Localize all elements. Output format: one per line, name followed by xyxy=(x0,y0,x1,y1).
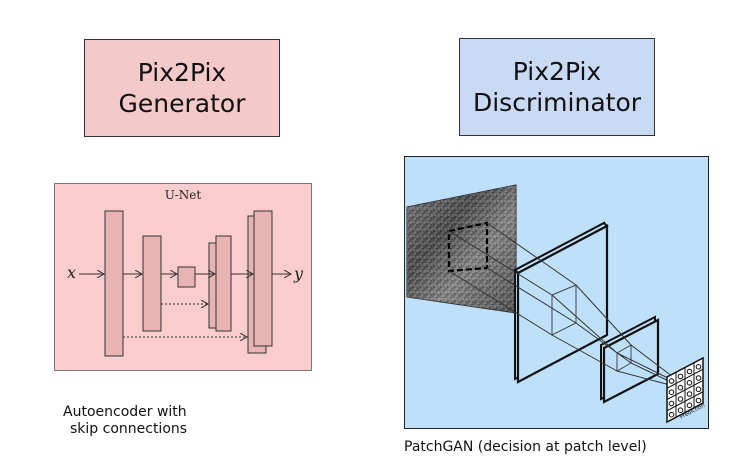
decoder-block-2 xyxy=(253,210,273,347)
patchgan-diagram: Prediction xyxy=(404,156,709,429)
projection-line-8 xyxy=(551,334,618,372)
patchgan-svg: Prediction xyxy=(406,184,707,424)
encoder-block-2 xyxy=(142,235,162,332)
projection-line-4 xyxy=(448,270,553,336)
generator-title-box: Pix2Pix Generator xyxy=(84,39,280,137)
input-symbol: x xyxy=(67,263,76,282)
projection-line-3 xyxy=(486,267,577,324)
generator-caption: Autoencoder with skip connections xyxy=(63,404,263,438)
discriminator-caption: PatchGAN (decision at patch level) xyxy=(404,439,647,455)
projection-line-9 xyxy=(616,352,671,380)
unet-svg: U-Net x y xyxy=(67,188,304,357)
projection-line-7 xyxy=(575,322,632,364)
projection-line-6 xyxy=(575,284,632,346)
unet-diagram: U-Net x y xyxy=(54,183,312,371)
projection-line-2 xyxy=(486,222,577,286)
generator-caption-line1: Autoencoder with xyxy=(63,404,187,420)
decoder-block-1 xyxy=(215,235,232,332)
projection-line-5 xyxy=(551,294,618,354)
discriminator-title-line1: Pix2Pix xyxy=(512,57,602,86)
discriminator-title-box: Pix2Pix Discriminator xyxy=(459,38,655,136)
bottleneck-block xyxy=(177,266,196,288)
discriminator-title-line2: Discriminator xyxy=(472,88,642,117)
generator-title-line2: Generator xyxy=(118,89,246,118)
generator-title-line1: Pix2Pix xyxy=(137,58,227,87)
input-image-texture xyxy=(407,185,516,313)
projection-line-10 xyxy=(630,344,674,378)
output-symbol: y xyxy=(293,264,304,283)
projection-line-11 xyxy=(630,362,674,384)
projection-line-1 xyxy=(448,230,553,296)
unet-title: U-Net xyxy=(165,188,202,202)
encoder-block-1 xyxy=(104,210,124,357)
prediction-grid xyxy=(666,356,704,424)
generator-caption-line2: skip connections xyxy=(70,421,188,437)
projection-line-12 xyxy=(616,370,671,386)
